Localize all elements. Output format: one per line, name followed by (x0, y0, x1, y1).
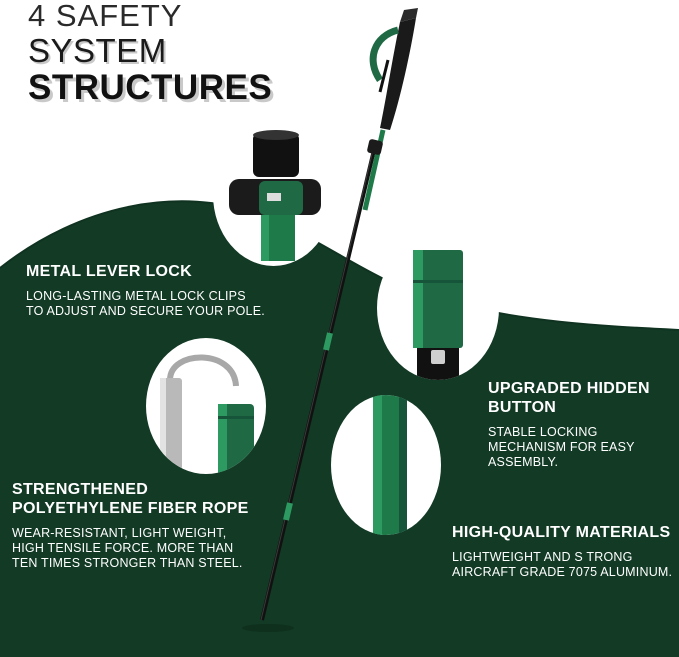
title-line-1: 4 SAFETY (28, 0, 183, 33)
fiber-rope-detail-image (146, 338, 266, 474)
feature-hidden-button: UPGRADED HIDDEN BUTTON STABLE LOCKING ME… (488, 379, 678, 470)
title-line-3: STRUCTURES (28, 68, 273, 107)
feature-heading: STRENGTHENED POLYETHYLENE FIBER ROPE (12, 481, 249, 517)
feature-description: LONG-LASTING METAL LOCK CLIPS TO ADJUST … (26, 289, 265, 318)
feature-heading: HIGH-QUALITY MATERIALS (452, 524, 671, 541)
feature-high-quality-materials: HIGH-QUALITY MATERIALS LIGHTWEIGHT AND S… (452, 523, 674, 580)
feature-fiber-rope: STRENGTHENED POLYETHYLENE FIBER ROPE WEA… (12, 480, 252, 571)
feature-heading: UPGRADED HIDDEN BUTTON (488, 380, 650, 416)
feature-description: WEAR-RESISTANT, LIGHT WEIGHT, HIGH TENSI… (12, 526, 243, 570)
aluminum-tube-detail-image (331, 395, 441, 535)
title-line-2: SYSTEM (28, 32, 167, 69)
feature-metal-lever-lock: METAL LEVER LOCK LONG-LASTING METAL LOCK… (26, 262, 266, 319)
feature-description: STABLE LOCKING MECHANISM FOR EASY ASSEMB… (488, 425, 635, 469)
hidden-button-detail-image (377, 236, 499, 380)
trekking-pole-image (242, 8, 418, 632)
feature-heading: METAL LEVER LOCK (26, 263, 192, 280)
feature-description: LIGHTWEIGHT AND S TRONG AIRCRAFT GRADE 7… (452, 550, 673, 579)
lever-lock-detail-image (213, 123, 334, 266)
